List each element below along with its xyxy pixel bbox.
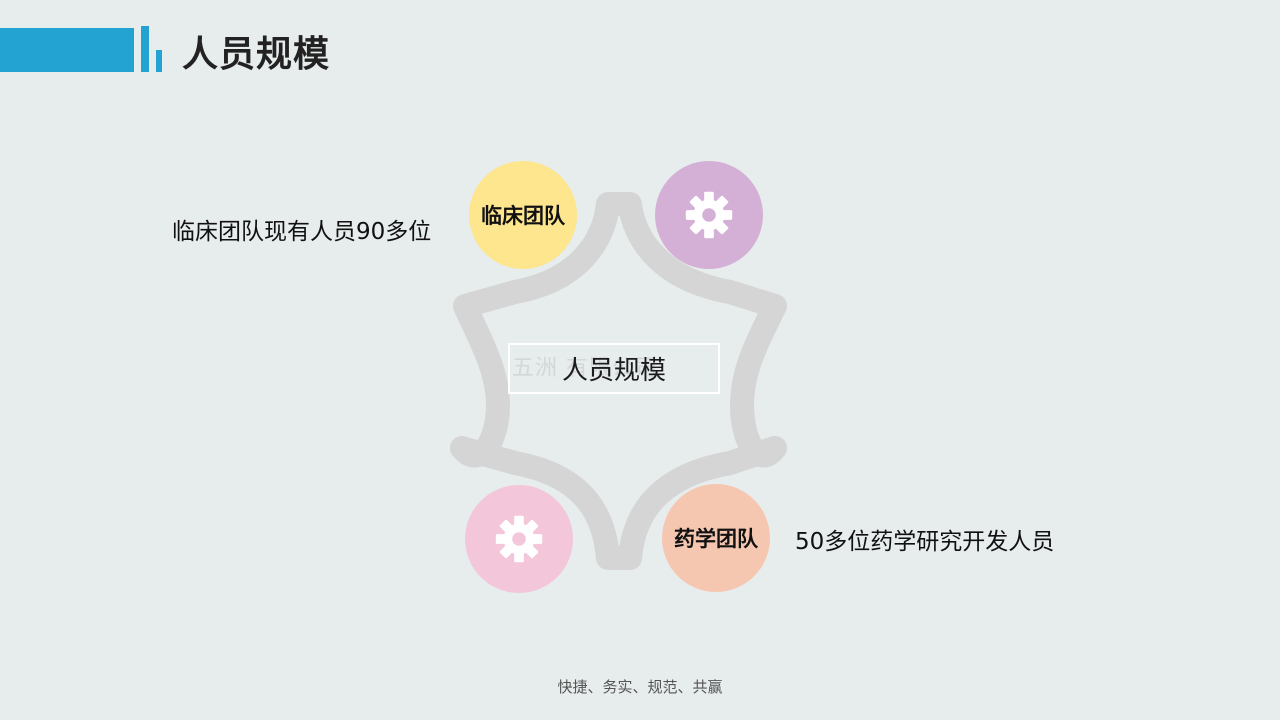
circle-clinical-team: 临床团队 — [469, 161, 577, 269]
puzzle-frame — [450, 192, 787, 570]
circle-label-pharmacy-team: 药学团队 — [674, 527, 758, 551]
header-accent-stripe-small — [156, 50, 162, 72]
circle-label-clinical-team: 临床团队 — [481, 204, 565, 228]
gear-icon — [685, 191, 733, 239]
clinical-team-description: 临床团队现有人员90多位 — [172, 219, 432, 245]
header-accent-bar — [0, 28, 134, 72]
watermark: 五洲 有限公司 — [512, 356, 658, 381]
circle-pharmacy-team: 药学团队 — [662, 484, 770, 592]
circle-gear-top — [655, 161, 763, 269]
header-accent-stripe — [141, 26, 149, 72]
circle-gear-bottom — [465, 485, 573, 593]
pharmacy-team-description: 50多位药学研究开发人员 — [795, 529, 1055, 555]
gear-icon — [495, 515, 543, 563]
footer-slogan: 快捷、务实、规范、共赢 — [557, 678, 723, 696]
page-title: 人员规模 — [182, 34, 331, 75]
center-title: 人员规模 — [561, 356, 666, 386]
center-title-box: 人员规模 — [508, 343, 720, 394]
